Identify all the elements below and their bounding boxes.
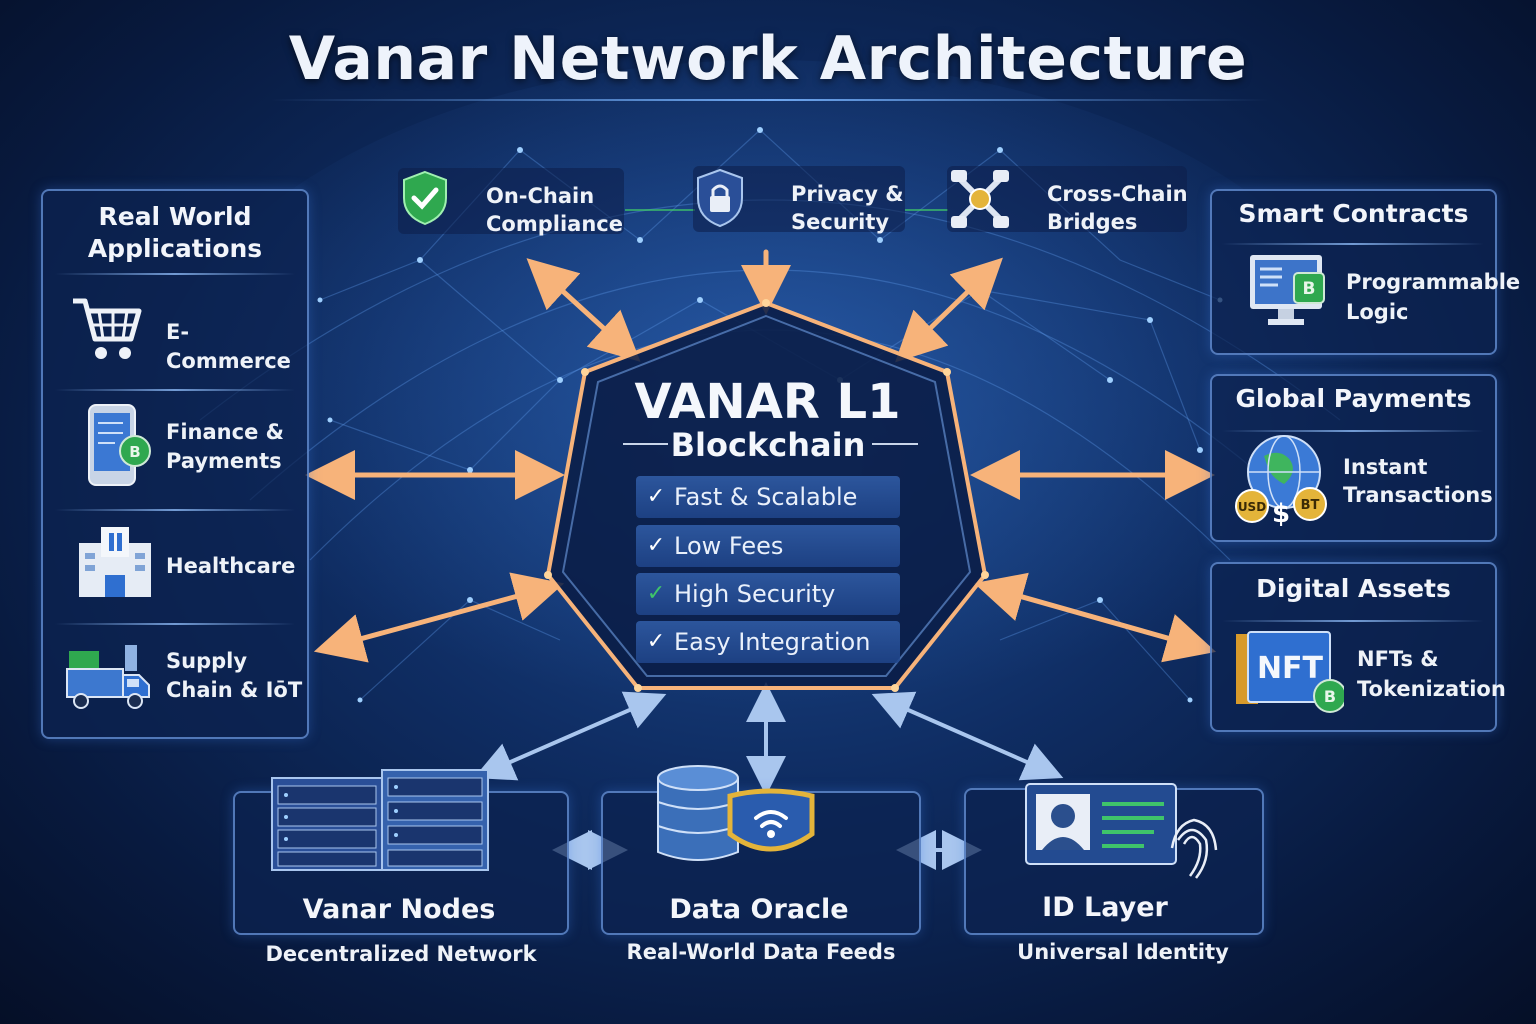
globe-coins-icon: USD $ BT: [1235, 435, 1327, 529]
core-subtitle: Blockchain: [670, 426, 866, 464]
page-title: Vanar Network Architecture: [288, 24, 1248, 94]
server-icon: [271, 769, 489, 871]
arrow-top-right: [895, 257, 1003, 363]
arrow-right-lower: [973, 572, 1217, 663]
truck-icon: [66, 645, 150, 709]
arrow-left-lower: [313, 572, 565, 663]
phone-icon: B: [88, 404, 151, 486]
id-title: ID Layer: [1042, 892, 1168, 923]
check-icon: ✓: [646, 629, 666, 654]
arrow-bottom-left: [473, 691, 667, 781]
cart-icon: [73, 298, 142, 359]
coin-usd: USD: [1238, 500, 1266, 514]
check-icon: ✓: [646, 581, 666, 606]
svg-text:B: B: [129, 443, 140, 461]
panel-title: Smart Contracts: [1238, 199, 1469, 228]
feature-fast-scalable: ✓ Fast & Scalable: [636, 476, 900, 518]
arrow-bottom-right: [871, 691, 1064, 781]
coin-bt: BT: [1301, 498, 1320, 513]
nft-icon: NFT B: [1236, 631, 1344, 713]
check-icon: ✓: [646, 533, 666, 558]
global-payments-panel: Global Payments USD $ BT Instant Transac…: [1210, 374, 1497, 542]
nodes-subtitle: Decentralized Network: [265, 942, 537, 966]
oracle-subtitle: Real-World Data Feeds: [626, 940, 896, 964]
svg-text:B: B: [1324, 687, 1336, 706]
oracle-title: Data Oracle: [669, 894, 849, 925]
check-icon: ✓: [646, 484, 666, 509]
feature-high-security: ✓ High Security: [636, 573, 900, 615]
arrow-top-left: [526, 258, 641, 362]
dollar-sign: $: [1272, 499, 1290, 529]
core-title: VANAR L1: [634, 374, 901, 430]
bridge-icon: [951, 170, 1009, 228]
shield-check-icon: [403, 170, 447, 226]
panel-title: Real World Applications: [87, 202, 263, 263]
svg-text:B: B: [1303, 279, 1316, 299]
feature-low-fees: ✓ Low Fees: [636, 525, 900, 567]
hospital-icon: [79, 527, 151, 597]
panel-title: Global Payments: [1235, 384, 1472, 413]
database-icon: [657, 765, 815, 861]
title-divider: [270, 99, 1270, 101]
smart-contracts-panel: Smart Contracts B Programmable Logic: [1210, 189, 1520, 355]
top-item-privacy: Privacy & Security: [693, 166, 905, 234]
nft-badge-text: NFT: [1257, 651, 1324, 686]
id-card-icon: [1025, 783, 1218, 879]
feature-easy-integration: ✓ Easy Integration: [636, 621, 900, 663]
nodes-title: Vanar Nodes: [302, 894, 496, 925]
id-subtitle: Universal Identity: [1017, 940, 1229, 964]
real-world-applications-panel: Real World Applications E-Commerce B Fin…: [41, 189, 309, 739]
panel-title: Digital Assets: [1256, 574, 1451, 603]
digital-assets-panel: Digital Assets NFT B NFTs & Tokenization: [1210, 562, 1506, 732]
monitor-icon: B: [1250, 255, 1325, 325]
top-item-bridges: Cross-Chain Bridges: [947, 166, 1188, 234]
lock-shield-icon: [697, 168, 743, 228]
top-item-compliance: On-Chain Compliance: [398, 168, 624, 236]
